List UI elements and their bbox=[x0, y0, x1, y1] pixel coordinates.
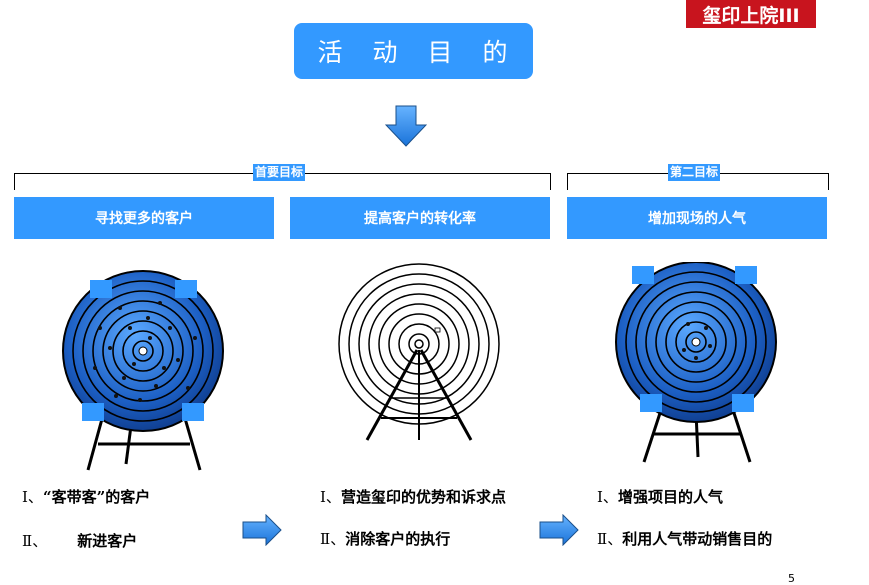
item-number: Ⅰ、 bbox=[597, 488, 618, 506]
brand-badge: 玺印上院III bbox=[686, 0, 816, 28]
title-char: 目 bbox=[427, 38, 455, 67]
primary-goal-label: 首要目标 bbox=[253, 164, 306, 181]
title-char: 的 bbox=[482, 38, 510, 67]
item-text: “客带客”的客户 bbox=[42, 488, 151, 506]
page-number: 5 bbox=[788, 572, 795, 585]
list-item: Ⅱ、利用人气带动销售目的 bbox=[597, 528, 772, 549]
page-title: 活 动 目 的 bbox=[294, 23, 533, 79]
list-item: Ⅰ、“客带客”的客户 bbox=[22, 486, 150, 507]
goal-box-2: 提高客户的转化率 bbox=[290, 197, 550, 239]
list-item: Ⅰ、营造玺印的优势和诉求点 bbox=[320, 486, 506, 507]
target-few-holes-icon bbox=[615, 262, 777, 463]
list-item: Ⅰ、增强项目的人气 bbox=[597, 486, 723, 507]
item-number: Ⅰ、 bbox=[320, 488, 341, 506]
target-rings-icon bbox=[338, 263, 500, 441]
item-text: 新进客户 bbox=[77, 532, 138, 550]
item-number: Ⅱ、 bbox=[22, 532, 48, 550]
list-item: Ⅱ、 新进客户 bbox=[22, 530, 137, 551]
goal-box-1: 寻找更多的客户 bbox=[14, 197, 274, 239]
title-char: 活 bbox=[317, 38, 345, 67]
down-arrow-icon bbox=[385, 105, 427, 147]
item-text: 营造玺印的优势和诉求点 bbox=[340, 488, 506, 506]
item-text: 增强项目的人气 bbox=[617, 488, 723, 506]
item-number: Ⅱ、 bbox=[320, 530, 346, 548]
target-many-holes-icon bbox=[62, 270, 224, 471]
right-arrow-icon bbox=[539, 514, 579, 546]
item-number: Ⅰ、 bbox=[22, 488, 43, 506]
right-arrow-icon bbox=[242, 514, 282, 546]
item-text: 利用人气带动销售目的 bbox=[622, 530, 773, 548]
item-text: 消除客户的执行 bbox=[345, 530, 451, 548]
list-item: Ⅱ、消除客户的执行 bbox=[320, 528, 450, 549]
title-char: 动 bbox=[372, 38, 400, 67]
item-number: Ⅱ、 bbox=[597, 530, 623, 548]
secondary-goal-label: 第二目标 bbox=[668, 164, 721, 181]
goal-box-3: 增加现场的人气 bbox=[567, 197, 827, 239]
